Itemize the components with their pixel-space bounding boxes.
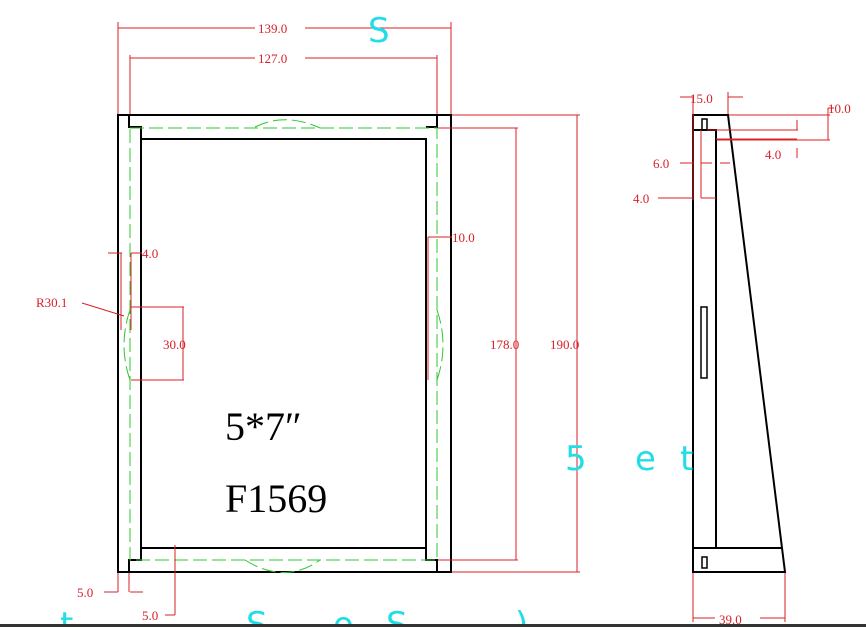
dim-slot-width: 6.0 [653, 156, 669, 171]
side-outline [692, 114, 787, 573]
dim-line-notch [131, 306, 184, 381]
dim-top-depth: 10.0 [828, 101, 851, 116]
radius-leader [81, 302, 125, 317]
dim-line-inner-width [129, 55, 438, 114]
bottom-edge [0, 624, 866, 627]
hidden-arc-left [123, 309, 131, 381]
bottom-slot [701, 556, 708, 569]
watermark-letter: t [60, 605, 73, 627]
dim-overall-width: 139.0 [258, 21, 287, 36]
frame-inner-outline [128, 115, 438, 572]
dim-bottom-offset: 5.0 [142, 608, 158, 623]
watermark-letter: t [680, 439, 693, 479]
dim-base-width: 39.0 [719, 612, 742, 627]
dim-line-lip [108, 252, 142, 330]
dim-line-bottom-offset [165, 545, 176, 616]
watermark-letter: ) [515, 605, 528, 627]
watermark-letter: 5 [565, 439, 587, 479]
hidden-arc-right [436, 309, 444, 381]
front-dimensions: 139.0 127.0 190.0 178.0 10.0 4.0 R30.1 3… [36, 21, 580, 623]
hidden-arc-bottom [244, 559, 321, 573]
dim-line-top-width [680, 92, 743, 200]
dim-radius: R30.1 [36, 295, 67, 310]
dim-lip: 4.0 [142, 246, 158, 261]
watermark-letter: e [635, 439, 656, 479]
side-view [692, 114, 787, 573]
watermark: S 5 e t t S o S ) [60, 11, 693, 627]
dim-line-slot-depth [707, 120, 798, 158]
dim-inner-width: 127.0 [258, 51, 287, 66]
hidden-arc-top [254, 119, 321, 129]
dim-line-base-width [692, 573, 786, 622]
dim-line-overall-width [117, 22, 452, 114]
dim-line-slot-width [680, 130, 730, 198]
dim-wall: 4.0 [633, 191, 649, 206]
dim-line-inner-height [438, 127, 518, 561]
size-label: 5*7″ [225, 404, 302, 449]
middle-slot [700, 306, 708, 379]
dim-line-rail [427, 236, 452, 380]
front-view: 5*7″ F1569 [117, 114, 452, 573]
dim-line-top-depth [717, 107, 834, 141]
dim-top-width: 15.0 [690, 91, 713, 106]
hidden-glass-line [129, 127, 438, 561]
side-dimensions: 15.0 10.0 4.0 6.0 4.0 39.0 [633, 91, 851, 627]
watermark-letter: S [246, 605, 268, 627]
dim-overall-height: 190.0 [550, 337, 579, 352]
watermark-letter: S [368, 11, 390, 51]
watermark-letter: S [386, 605, 408, 627]
dim-notch-height: 30.0 [163, 337, 186, 352]
code-label: F1569 [225, 476, 327, 521]
top-slot [701, 118, 708, 131]
dim-rail-width: 10.0 [452, 230, 475, 245]
dim-line-overall-height [452, 114, 580, 573]
watermark-letter: o [333, 605, 354, 627]
dim-line-bottom-left [104, 573, 143, 593]
dim-slot-depth: 4.0 [765, 147, 781, 162]
dim-inner-height: 178.0 [490, 337, 519, 352]
dim-bottom-left: 5.0 [77, 585, 93, 600]
